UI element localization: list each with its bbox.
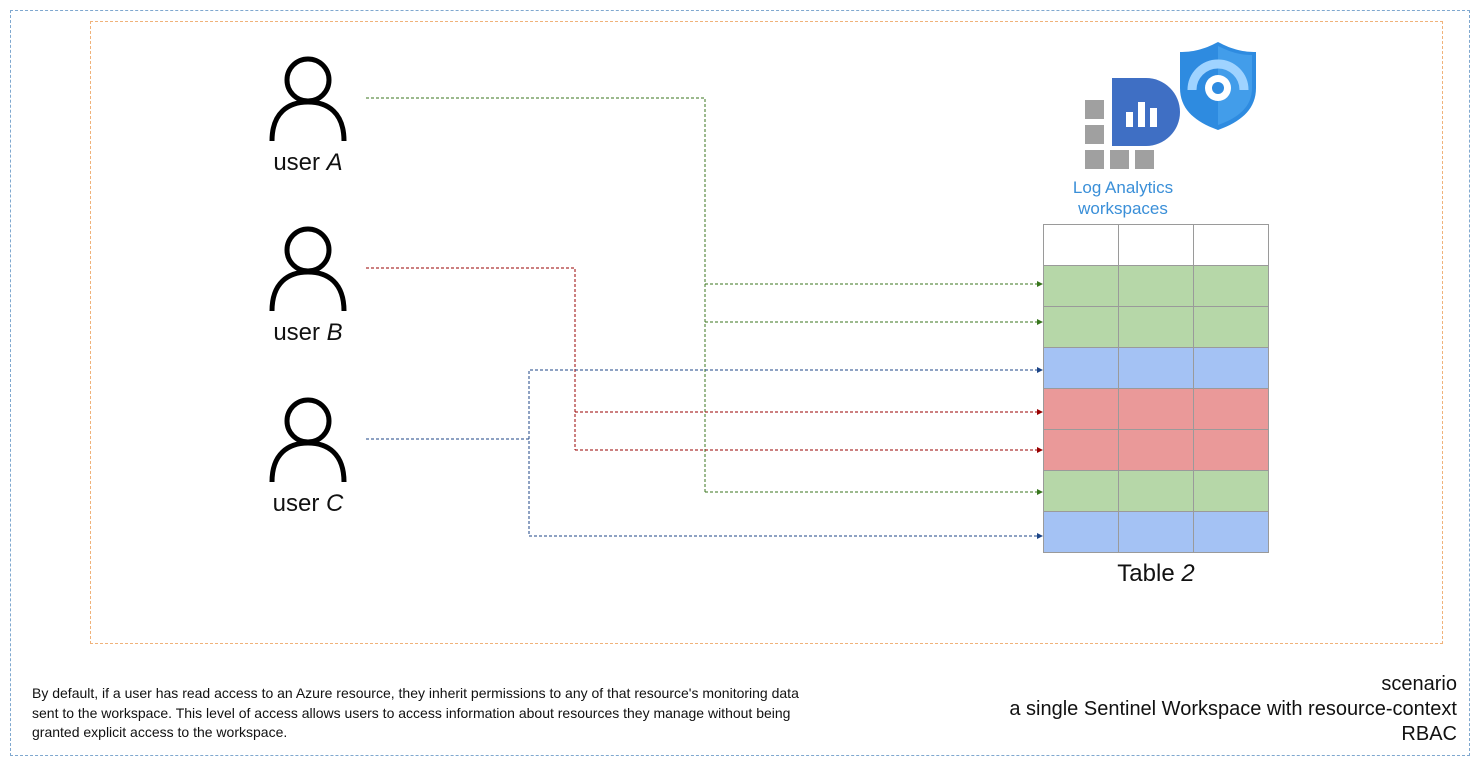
- table-cell: [1193, 347, 1269, 389]
- table-row: [1043, 511, 1269, 553]
- table-cell: [1193, 388, 1269, 430]
- table-cell: [1043, 224, 1119, 266]
- table-cell: [1043, 470, 1119, 512]
- table-cell: [1118, 306, 1194, 348]
- table-caption: Table 2: [1117, 560, 1195, 587]
- scenario-line-2: a single Sentinel Workspace with resourc…: [1009, 698, 1457, 720]
- scenario-frame: [90, 21, 1443, 644]
- sentinel-shield-icon: [1180, 42, 1256, 130]
- user-b: user B: [248, 225, 368, 347]
- user-c-label: user C: [272, 490, 344, 517]
- table-cell: [1118, 429, 1194, 471]
- table-cell: [1043, 306, 1119, 348]
- table-cell: [1118, 265, 1194, 307]
- user-icon: [269, 56, 347, 142]
- connector-c-row3: [528, 367, 1043, 439]
- table-cell: [1043, 347, 1119, 389]
- user-c: user C: [248, 396, 368, 518]
- table-row: [1043, 429, 1269, 471]
- log-analytics-icon: [1085, 78, 1180, 169]
- table-cell: [1118, 470, 1194, 512]
- table-cell: [1118, 224, 1194, 266]
- table-cell: [1043, 388, 1119, 430]
- table-cell: [1193, 224, 1269, 266]
- description-text: By default, if a user has read access to…: [32, 685, 799, 740]
- table-row: [1043, 347, 1269, 389]
- table-cell: [1043, 429, 1119, 471]
- user-a: user A: [248, 55, 368, 177]
- user-a-label: user A: [273, 149, 343, 176]
- table-cell: [1193, 511, 1269, 553]
- table-row: [1043, 265, 1269, 307]
- outer-frame: [10, 10, 1470, 756]
- table-cell: [1193, 429, 1269, 471]
- log-analytics-label: Log Analytics workspaces: [1072, 178, 1174, 218]
- table-cell: [1193, 470, 1269, 512]
- table-cell: [1193, 306, 1269, 348]
- scenario-caption: scenario a single Sentinel Workspace wit…: [897, 672, 1457, 747]
- table-row: [1043, 388, 1269, 430]
- connector-b-trunk: [366, 267, 576, 450]
- user-icon: [269, 397, 347, 483]
- connector-a-trunk: [366, 97, 706, 492]
- table-cell: [1043, 265, 1119, 307]
- table-cell: [1043, 511, 1119, 553]
- table-header-row: [1043, 224, 1269, 266]
- table-cell: [1193, 265, 1269, 307]
- user-b-label: user B: [273, 319, 343, 346]
- table-cell: [1118, 511, 1194, 553]
- table-cell: [1118, 388, 1194, 430]
- table-row: [1043, 306, 1269, 348]
- user-icon: [269, 226, 347, 312]
- scenario-line-3: RBAC: [1401, 723, 1457, 745]
- scenario-line-1: scenario: [1381, 673, 1457, 695]
- workspace-table: [1043, 224, 1269, 553]
- connector-c-trunk: [366, 438, 530, 536]
- table-cell: [1118, 347, 1194, 389]
- table-row: [1043, 470, 1269, 512]
